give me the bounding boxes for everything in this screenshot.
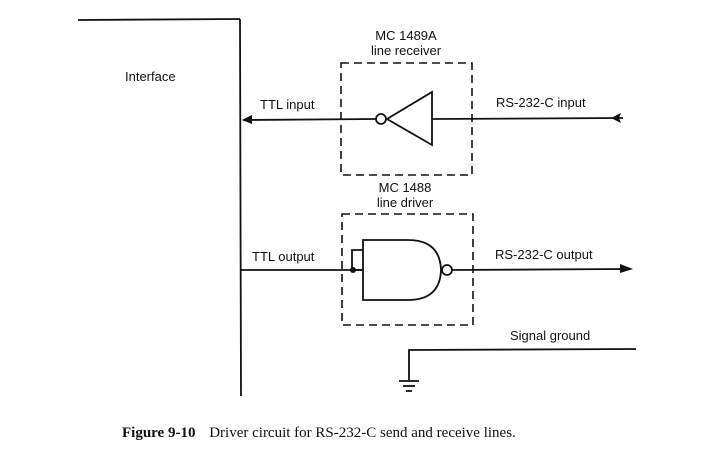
driver-part-label: MC 1488 [379,180,432,195]
figure-caption: Figure 9-10 Driver circuit for RS-232-C … [122,425,516,441]
tied-inputs-wire [351,249,363,271]
rs232-input-label: RS-232-C input [496,95,586,110]
ttl-input-label: TTL input [260,97,315,112]
signal-ground-wire [408,348,637,380]
nand-bubble-icon [441,264,453,276]
ttl-output-label: TTL output [252,249,315,264]
figure-number: Figure 9-10 [122,425,195,441]
rs232-input-wire [431,117,624,120]
interface-block: Interface [77,18,242,397]
inverter-bubble-icon [375,113,387,125]
inverter-triangle-icon [385,90,433,147]
interface-label: Interface [125,69,176,84]
rs232-output-wire [451,268,626,271]
line-driver: MC 1488 line driver TTL output RS-232-C … [241,180,633,326]
rs232-output-arrow-icon [620,264,633,273]
signal-ground: Signal ground [399,328,637,392]
line-receiver: MC 1489A line receiver TTL input RS-232-… [242,28,624,176]
ground-symbol-icon [399,380,419,392]
interface-top-edge [77,18,241,21]
signal-ground-label: Signal ground [510,328,590,343]
receiver-part-label: MC 1489A [375,28,437,43]
ttl-input-wire [242,118,377,121]
rs232-input-arrow-icon [611,113,621,123]
figure-caption-text: Driver circuit for RS-232-C send and rec… [209,425,516,441]
interface-right-edge [239,18,242,397]
ttl-input-arrow-icon [242,115,252,124]
driver-role-label: line driver [377,195,434,210]
rs232-output-label: RS-232-C output [495,247,593,262]
receiver-role-label: line receiver [371,43,442,58]
nand-gate-icon [362,239,442,301]
